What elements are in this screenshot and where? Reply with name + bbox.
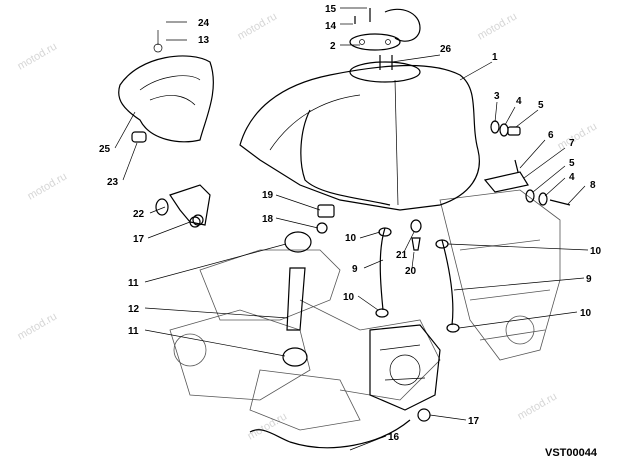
callout-12: 12	[128, 304, 140, 315]
watermark-text: motod.ru	[16, 310, 60, 342]
rubber-grommet	[131, 131, 147, 143]
fuel-filter	[282, 231, 312, 367]
callout-5b: 5	[569, 158, 575, 169]
rear-mount-hardware	[483, 120, 571, 206]
callout-9a: 9	[352, 264, 358, 275]
callout-24: 24	[198, 18, 210, 29]
fuel-pump-assembly	[369, 324, 441, 411]
watermark-text: motod.ru	[26, 170, 70, 202]
callout-17: 17	[133, 234, 145, 245]
callout-2: 2	[330, 41, 336, 52]
callout-13: 13	[198, 35, 210, 46]
callout-14: 14	[325, 21, 337, 32]
watermark-text: motod.ru	[556, 120, 600, 152]
callout-10c: 10	[343, 292, 355, 303]
callout-4: 4	[516, 96, 522, 107]
side-cover	[118, 30, 214, 143]
hose-9-left	[379, 227, 386, 311]
hose-clamps	[375, 227, 460, 333]
drain-hose	[249, 419, 411, 449]
mounting-bracket	[155, 184, 211, 226]
watermark-text: motod.ru	[476, 10, 520, 42]
motorcycle-frame	[169, 189, 561, 431]
callout-10d: 10	[580, 308, 592, 319]
callout-18: 18	[262, 214, 274, 225]
callout-19: 19	[262, 190, 274, 201]
callout-9b: 9	[586, 274, 592, 285]
leader-lines	[114, 7, 589, 451]
hose-9-right	[441, 239, 454, 326]
callout-6: 6	[548, 130, 554, 141]
filler-cap	[349, 8, 421, 70]
callout-21: 21	[396, 250, 408, 261]
callout-16: 16	[388, 432, 400, 443]
callout-5: 5	[538, 100, 544, 111]
watermark-text: motod.ru	[246, 410, 290, 442]
callout-25: 25	[99, 144, 111, 155]
callout-11a: 11	[128, 278, 139, 289]
callout-11b: 11	[128, 326, 139, 337]
fuel-tank	[239, 61, 480, 211]
callout-8: 8	[590, 180, 596, 191]
diagram-code: VST00044	[545, 447, 598, 459]
callout-22: 22	[133, 209, 145, 220]
callout-4b: 4	[569, 172, 575, 183]
callout-26: 26	[440, 44, 452, 55]
cap-18	[316, 222, 328, 234]
fitting-21	[410, 219, 422, 233]
cap-17-bottom	[417, 408, 431, 422]
watermark-text: motod.ru	[16, 40, 60, 72]
callout-10b: 10	[590, 246, 602, 257]
watermark-text: motod.ru	[236, 10, 280, 42]
watermark-layer: motod.ru motod.ru motod.ru motod.ru moto…	[16, 10, 600, 442]
callout-23: 23	[107, 177, 119, 188]
watermark-text: motod.ru	[516, 390, 560, 422]
callout-15: 15	[325, 4, 337, 15]
callout-17b: 17	[468, 416, 480, 427]
callout-3: 3	[494, 91, 500, 102]
callout-labels: 24 13 15 14 2 26 1 3 4 5 6 7 5 4 8 25 23…	[99, 4, 602, 443]
callout-1: 1	[492, 52, 498, 63]
callout-20: 20	[405, 266, 417, 277]
callout-7: 7	[569, 138, 575, 149]
callout-10a: 10	[345, 233, 357, 244]
fitting-20	[411, 237, 421, 251]
connector-19	[317, 204, 335, 218]
vent-hose	[300, 109, 391, 206]
